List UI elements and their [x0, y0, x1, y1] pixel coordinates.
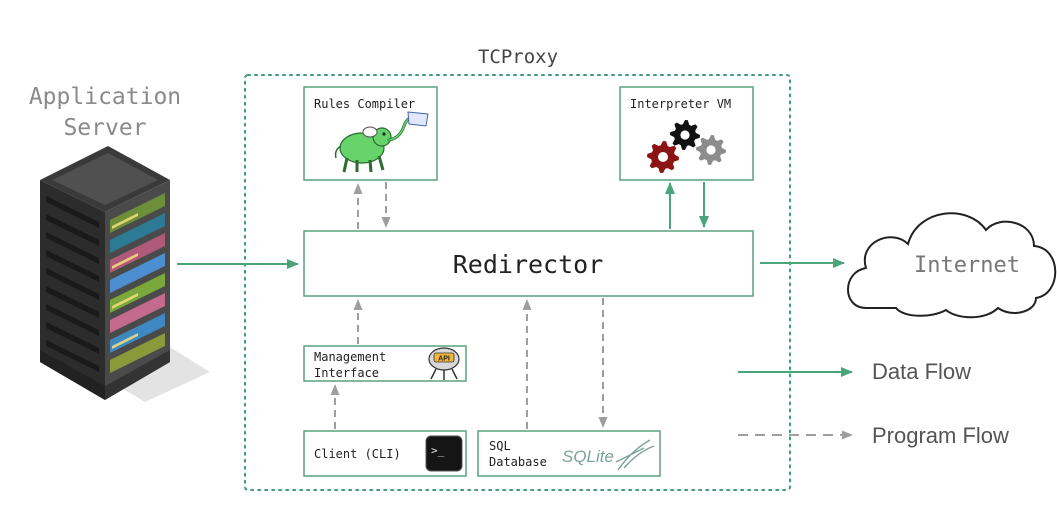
legend: Data Flow Program Flow — [738, 359, 1009, 448]
gear-black-icon-hole — [680, 130, 690, 140]
management-label-line2: Interface — [314, 366, 379, 380]
cloud-icon — [847, 212, 1057, 319]
interpreter-vm-box: Interpreter VM — [619, 86, 754, 181]
sqlite-logo-icon: SQLite — [562, 439, 655, 471]
legend-program-flow-label: Program Flow — [872, 423, 1009, 448]
client-cli-box: Client (CLI) >_ — [303, 430, 467, 477]
terminal-icon: >_ — [425, 435, 463, 472]
server-vents — [46, 196, 99, 372]
legend-data-flow-label: Data Flow — [872, 359, 971, 384]
redirector-label: Redirector — [453, 250, 604, 279]
gear-gray-icon-hole — [706, 145, 716, 155]
client-cli-label: Client (CLI) — [314, 447, 401, 461]
elephant-mascot-icon — [334, 111, 429, 173]
gear-red-icon-hole — [658, 152, 668, 162]
sql-label-line2: Database — [489, 455, 547, 469]
application-server: Application Server — [29, 84, 210, 402]
tcproxy-title: TCProxy — [478, 46, 558, 68]
redirector-box — [303, 230, 754, 297]
api-badge-text: API — [438, 356, 450, 363]
sql-label-line1: SQL — [489, 439, 511, 453]
internet-label: Internet — [914, 253, 1020, 278]
management-interface-box: Management Interface API — [303, 345, 467, 382]
rules-compiler-box: Rules Compiler — [303, 86, 438, 181]
app-server-label-line2: Server — [63, 115, 146, 141]
rules-compiler-label: Rules Compiler — [314, 97, 415, 111]
server-rack-icon — [40, 146, 210, 402]
interpreter-vm-label: Interpreter VM — [630, 97, 731, 111]
api-robot-icon: API — [428, 347, 460, 380]
app-server-label-line1: Application — [29, 84, 181, 110]
sqlite-logo-text: SQLite — [562, 447, 614, 466]
gears-icon — [647, 120, 726, 173]
sql-database-box: SQL Database SQLite — [477, 430, 661, 477]
tcproxy-container — [244, 74, 791, 491]
management-label-line1: Management — [314, 350, 386, 364]
terminal-prompt: >_ — [431, 444, 445, 457]
